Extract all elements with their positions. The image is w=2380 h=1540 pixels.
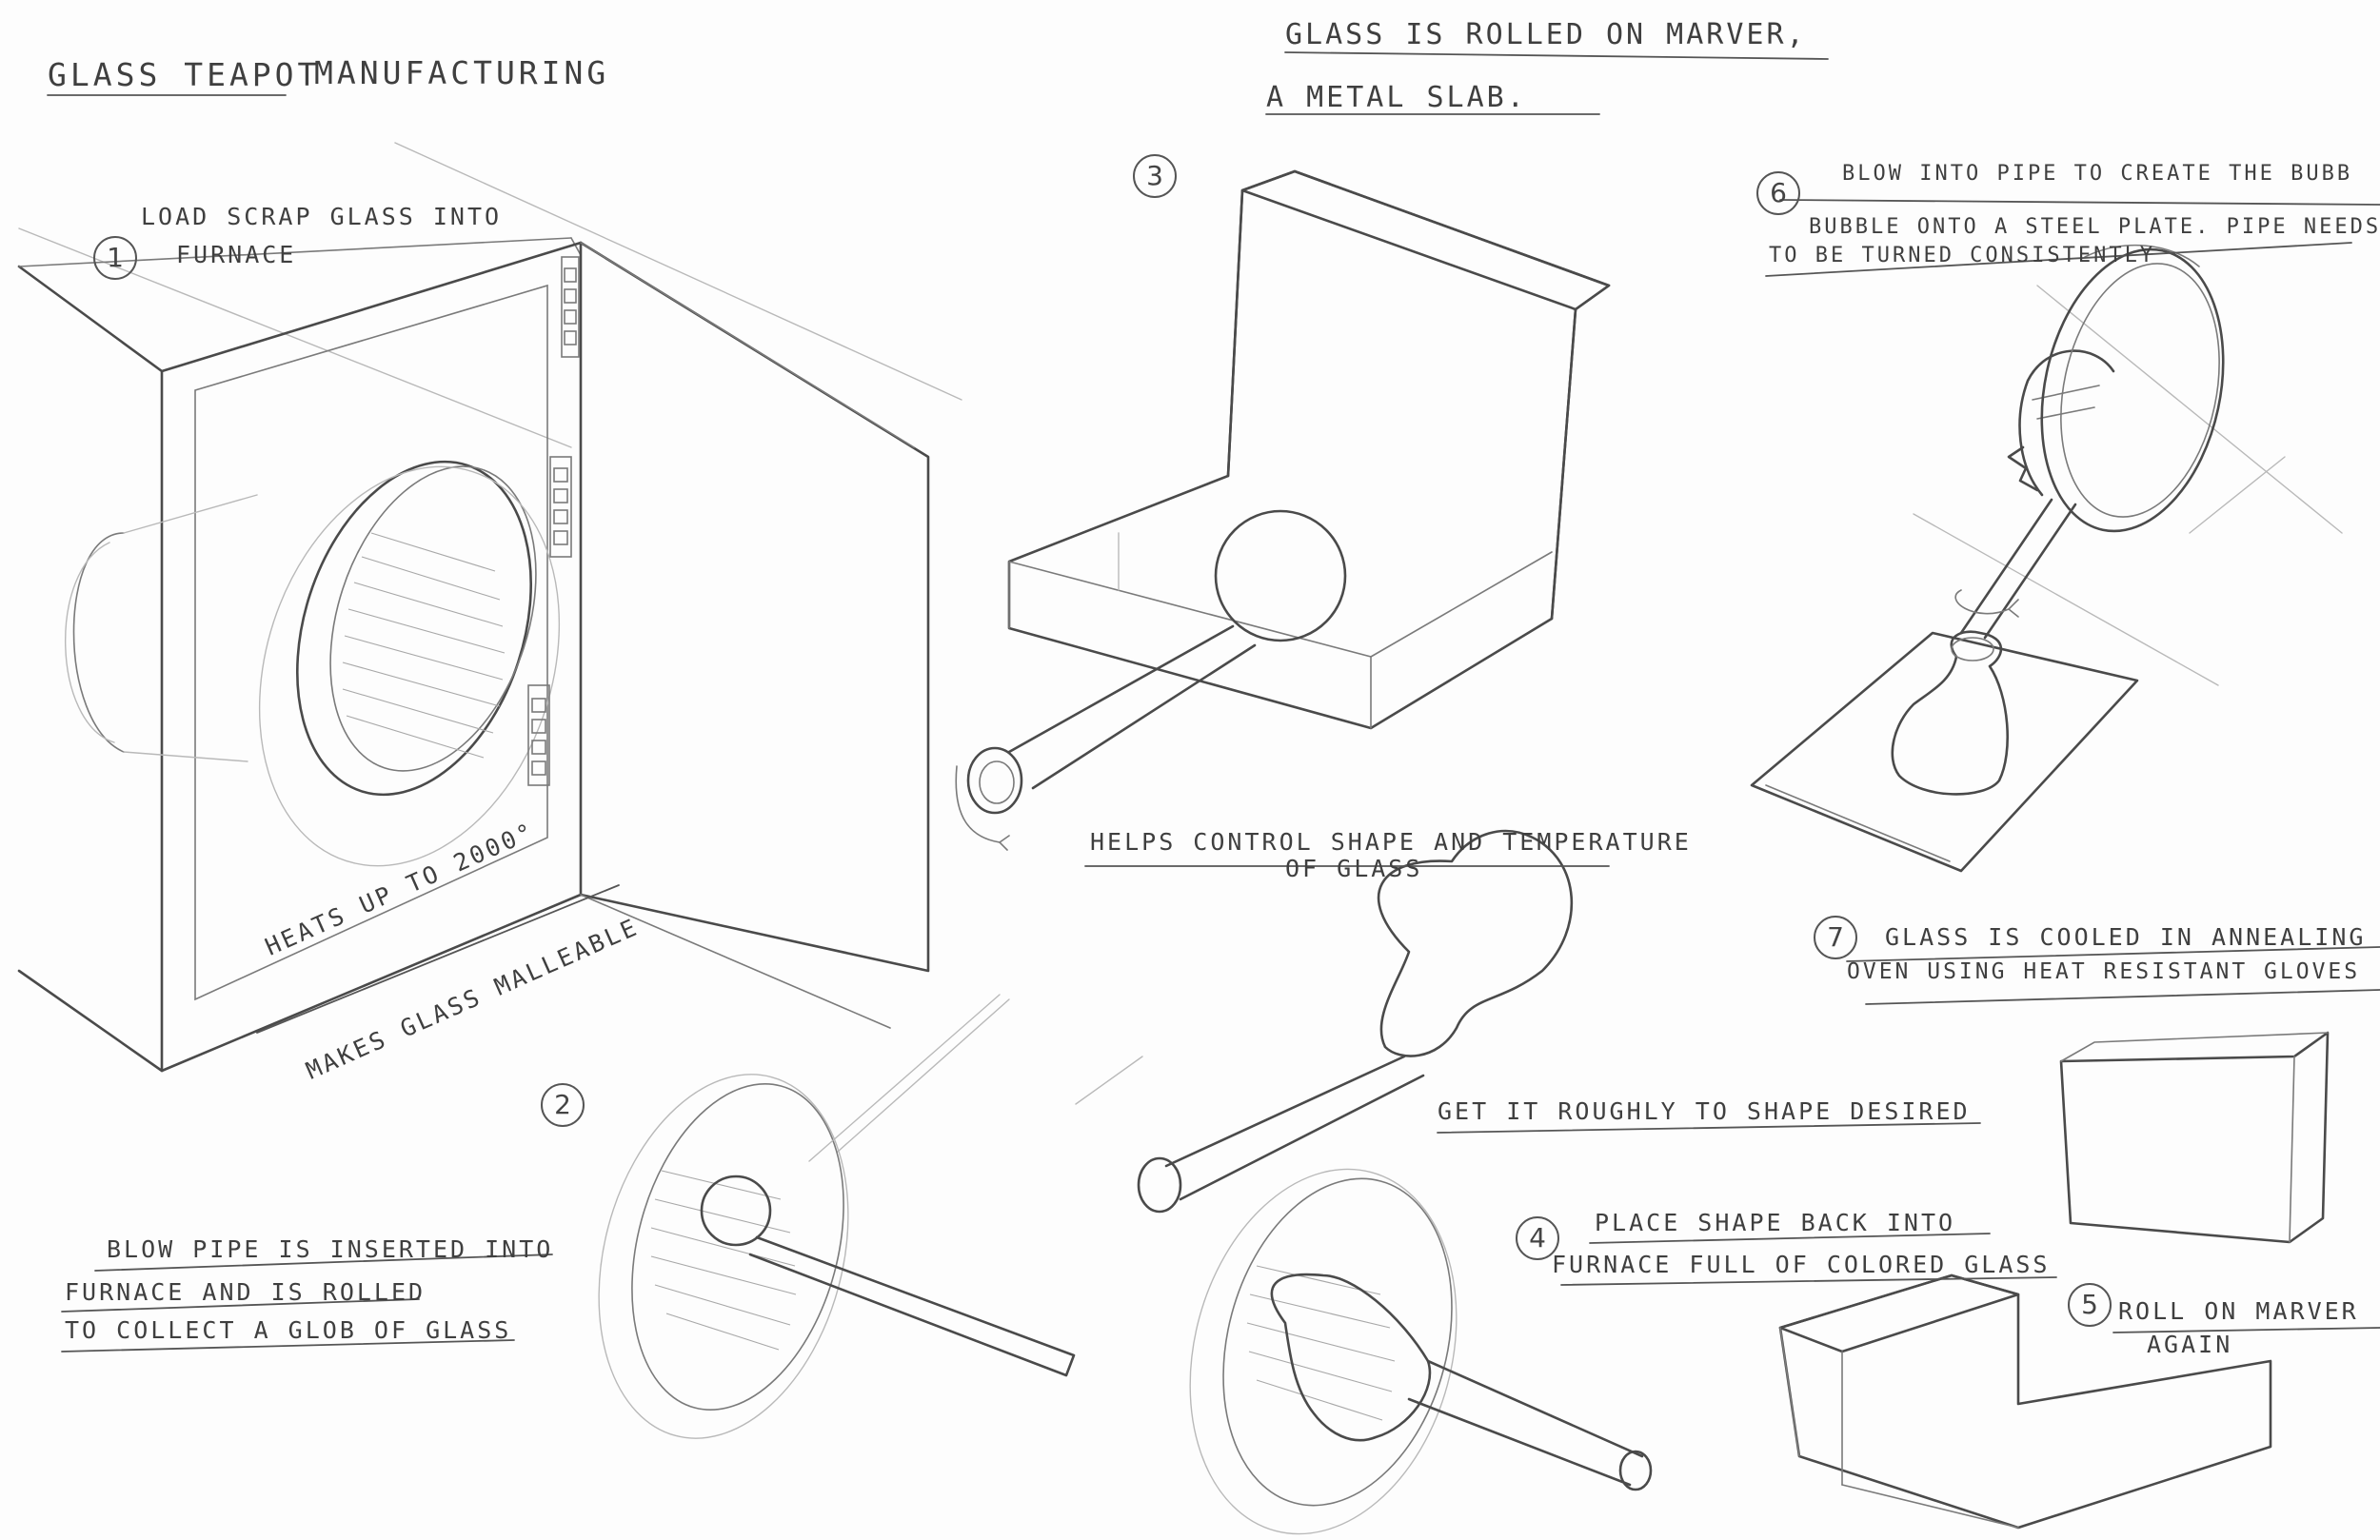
text-underlines <box>47 51 2380 1352</box>
step-1-line-2: FURNACE <box>176 241 297 268</box>
step-2-line-3: TO COLLECT A GLOB OF GLASS <box>65 1316 512 1344</box>
header-note-line-1: GLASS IS ROLLED ON MARVER, <box>1285 18 1807 51</box>
step-7-line-2: OVEN USING HEAT RESISTANT GLOVES <box>1847 959 2361 984</box>
title-part-2: MANUFACTURING <box>314 54 610 91</box>
step-6-line-2: BUBBLE ONTO A STEEL PLATE. PIPE NEEDS <box>1809 215 2380 239</box>
step-7-number: 7 <box>1814 916 1857 959</box>
step-2-line-1: BLOW PIPE IS INSERTED INTO <box>107 1235 554 1263</box>
step-5-number: 5 <box>2068 1283 2112 1327</box>
marver-help-note-2: OF GLASS <box>1285 855 1423 882</box>
step-4-number: 4 <box>1516 1216 1559 1260</box>
step-2-line-2: FURNACE AND IS ROLLED <box>65 1278 426 1306</box>
step-6-number: 6 <box>1756 171 1800 215</box>
step-6-line-3: TO BE TURNED CONSISTENTLY <box>1769 244 2156 267</box>
step-4-line-1: PLACE SHAPE BACK INTO <box>1595 1209 1956 1236</box>
step-5-line-1: ROLL ON MARVER <box>2118 1297 2359 1325</box>
colored-glass-furnace-drawing <box>1189 1168 1653 1535</box>
step-5-line-2: AGAIN <box>2147 1331 2233 1358</box>
rough-shape-drawing <box>1137 829 1573 1214</box>
blowpipe-insert-drawing <box>598 994 1076 1439</box>
header-note-line-2: A METAL SLAB. <box>1266 81 1527 114</box>
marver-drawing <box>955 169 1611 851</box>
step-4-line-2: FURNACE FULL OF COLORED GLASS <box>1552 1251 2051 1278</box>
furnace-drawing <box>17 237 930 1073</box>
step-1-line-1: LOAD SCRAP GLASS INTO <box>141 203 503 230</box>
step-7-line-1: GLASS IS COOLED IN ANNEALING <box>1885 923 2367 951</box>
marver-help-note-1: HELPS CONTROL SHAPE AND TEMPERATURE <box>1090 828 1692 856</box>
marver-again-drawing <box>1778 1273 2272 1530</box>
step-3-number: 3 <box>1133 154 1177 198</box>
blowing-drawing <box>1750 244 2286 873</box>
step-6-line-1: BLOW INTO PIPE TO CREATE THE BUBB <box>1842 162 2353 186</box>
step-1-number: 1 <box>93 236 137 280</box>
title-part-1: GLASS TEAPOT <box>48 56 321 93</box>
step-2-number: 2 <box>541 1083 585 1127</box>
rough-shape-note: GET IT ROUGHLY TO SHAPE DESIRED <box>1438 1097 1971 1125</box>
annealing-oven-drawing <box>2059 1031 2330 1244</box>
